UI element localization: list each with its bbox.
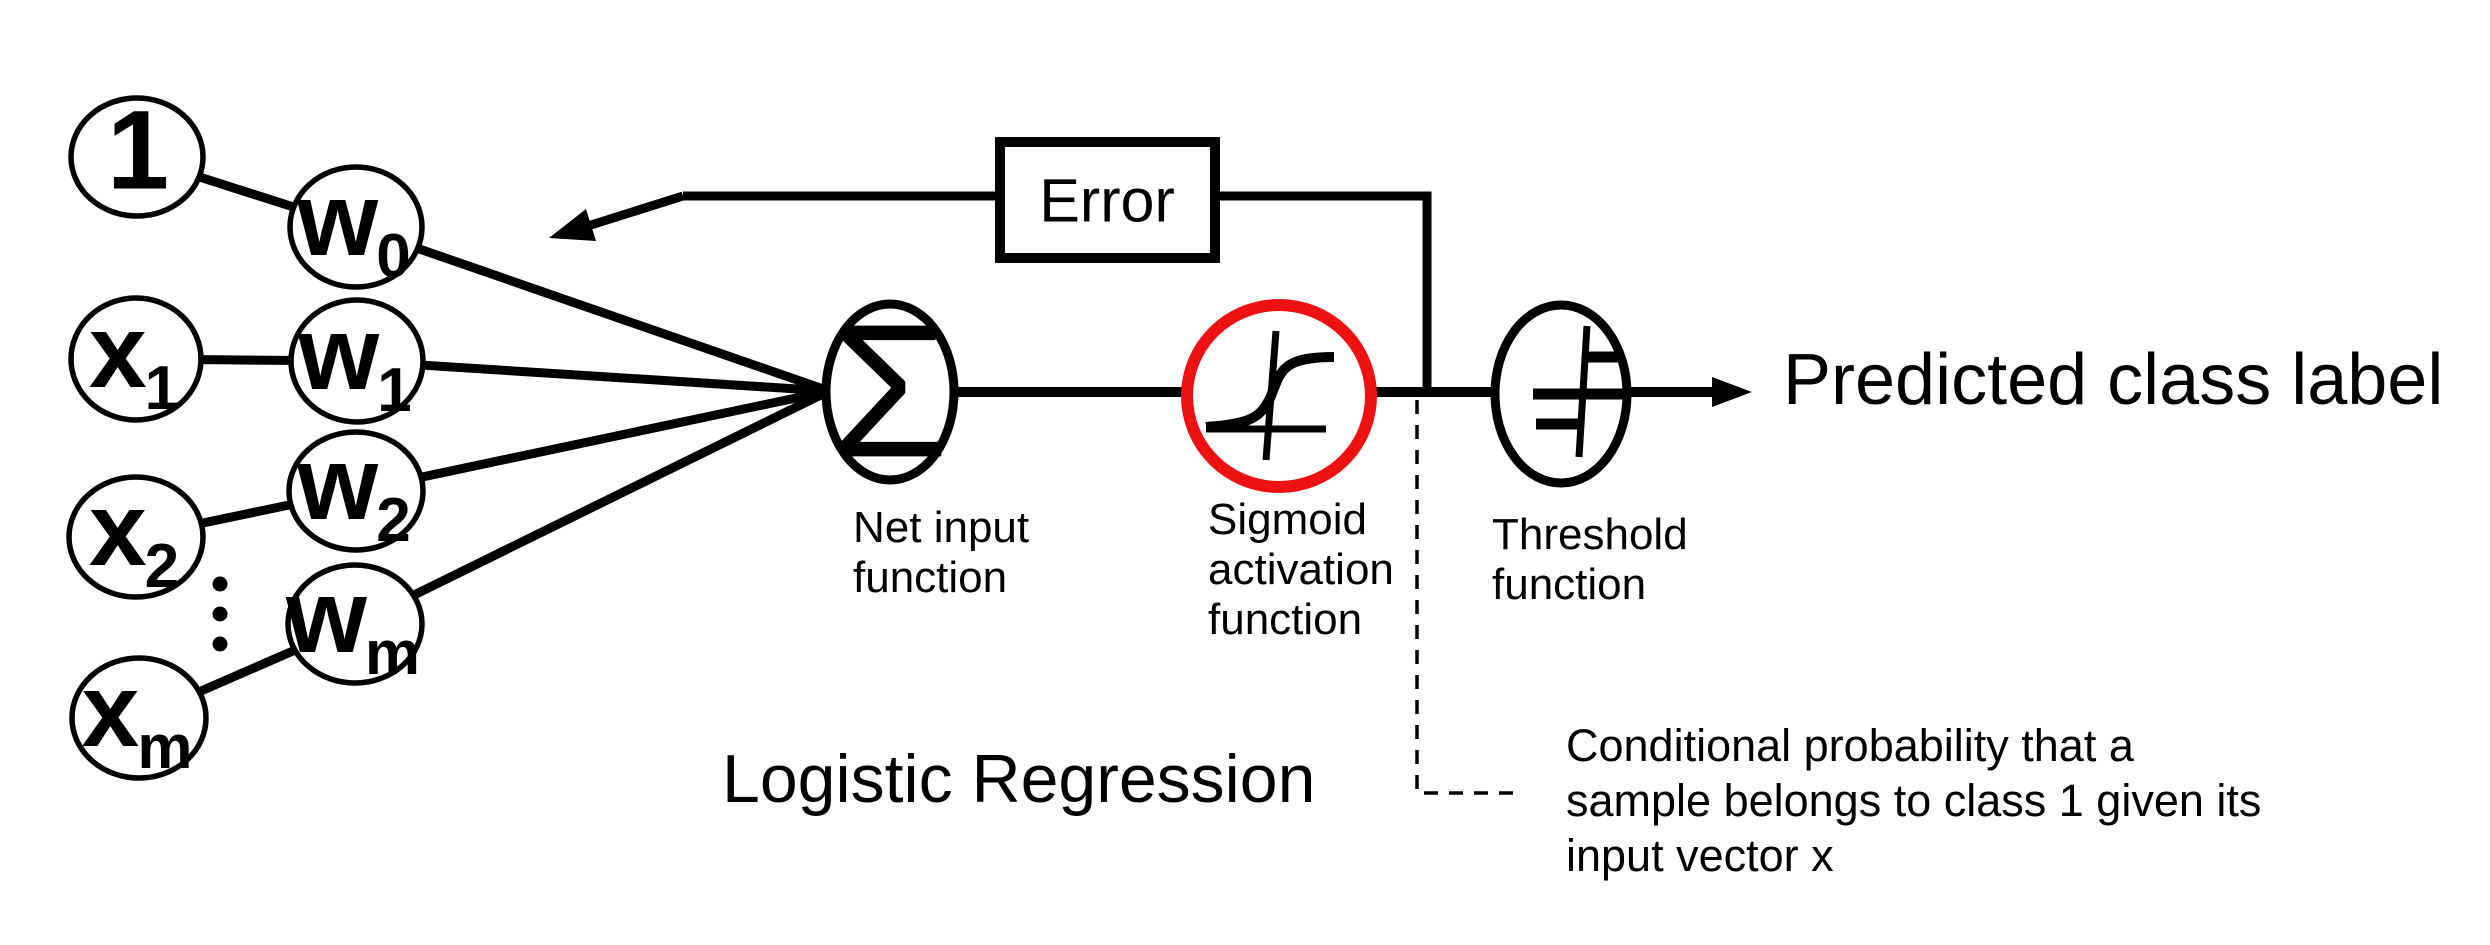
weight-node-wm-label: wm [285,559,421,688]
input-node-x2-circle [66,474,206,600]
weight-node-w1-circle [288,297,426,425]
node-circles-group [66,95,426,781]
weight-node-wm-circle [285,562,425,686]
threshold-function-label: Threshold function [1492,510,1688,609]
input-node-x1-circle [68,295,204,423]
edges-group [135,152,831,723]
edge-w2-sum [355,386,830,496]
dashed-annotation-connector [1415,400,1523,795]
feedback-path-group [589,191,1432,392]
sigmoid-activation-function-label: Sigmoid activation function [1208,495,1394,644]
input-node-xm-label: xm [81,653,193,782]
bias-input-node-circle [68,95,206,219]
output-arrowhead-icon [1712,377,1752,407]
net-input-node-circle [821,299,959,485]
bias-input-node-label: 1 [106,87,169,213]
sigmoid-node-circle [1181,299,1377,493]
feedback-line [683,191,1432,392]
vertical-ellipsis-icon [212,576,228,652]
sigmoid-curve-icon [1205,330,1335,461]
edge-w1-sum [356,356,830,396]
net-input-function-label: Net input function [853,503,1030,602]
weight-node-w1-label: w1 [298,296,412,425]
error-box-label: Error [1039,166,1175,235]
conditional-probability-annotation: Conditional probability that a sample be… [1566,720,2262,881]
weight-node-w0-circle [287,164,425,290]
edge-w0-sum [354,222,831,396]
weight-node-w0-label: w0 [297,162,411,291]
input-node-xm-circle [69,655,209,781]
sigma-symbol: Σ [831,285,949,498]
diagram-title: Logistic Regression [722,741,1316,817]
weight-node-w2-label: w2 [297,426,411,555]
edge-wm-sum [353,386,831,629]
predicted-class-label-text: Predicted class label [1783,340,2444,420]
error-box [995,137,1220,263]
step-function-icon [1533,325,1630,458]
feedback-arrowhead-icon [549,209,596,241]
feedback-diagonal [589,191,685,230]
input-node-x1-label: x1 [88,294,180,423]
input-node-x2-label: x2 [88,472,180,601]
weight-node-w2-circle [286,429,426,553]
